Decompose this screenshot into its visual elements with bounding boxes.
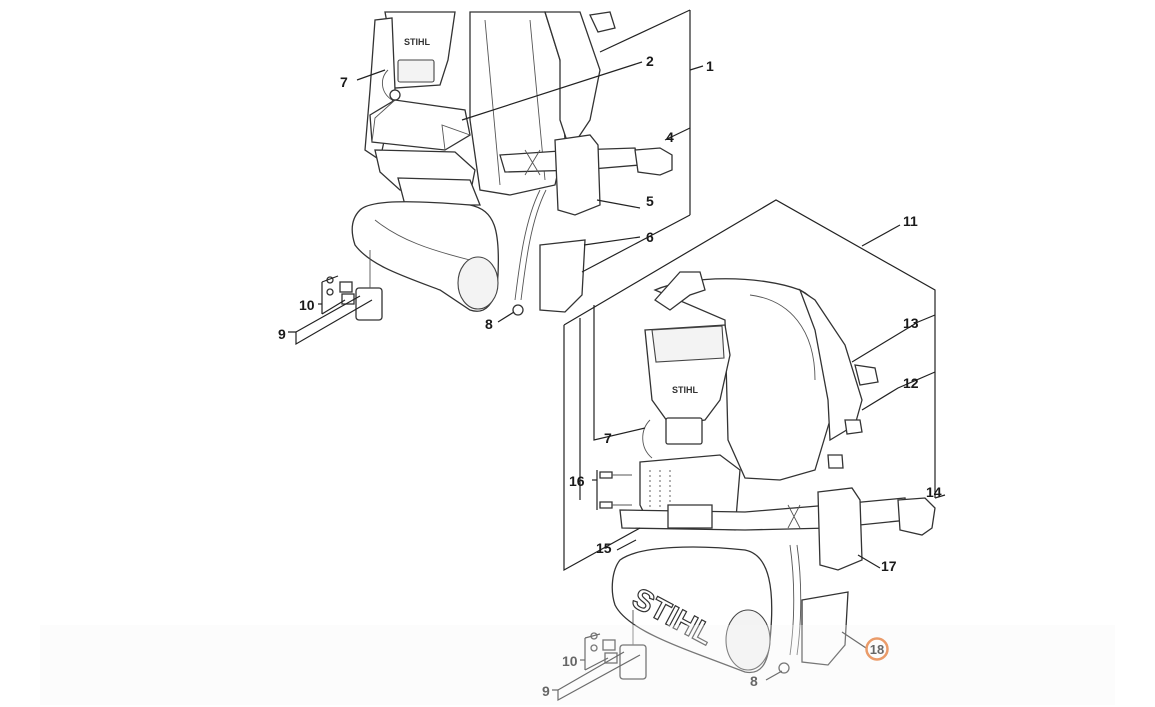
bottom-callout-16: 16: [569, 473, 585, 489]
top-belt-pouch: [554, 134, 601, 216]
top-callout-1: 1: [706, 58, 714, 74]
bottom-callouts: 11 13 12 14 17 7 16 15 10 9 8: [542, 213, 942, 699]
bottom-callout-8: 8: [750, 673, 758, 689]
bottom-callout-15: 15: [596, 540, 612, 556]
highlight-label: 18: [870, 642, 884, 657]
bottom-mount-upper: [651, 325, 725, 363]
top-leader-lines: [288, 9, 704, 346]
bottom-leader-lines: [552, 199, 946, 702]
top-callout-5: 5: [646, 193, 654, 209]
top-waist-pad: [397, 177, 481, 206]
top-shoulder-strap: [544, 11, 601, 152]
top-callout-9: 9: [278, 326, 286, 342]
bottom-shade: [40, 625, 1115, 705]
bottom-front-buckle: [667, 504, 713, 529]
top-callout-8: 8: [485, 316, 493, 332]
top-charger: [355, 287, 383, 321]
bottom-belt-pouch: [817, 487, 863, 571]
bottom-chest-buckle: [854, 364, 879, 386]
bottom-top-handle: [654, 271, 706, 311]
bottom-holster: [801, 591, 849, 666]
top-callout-10: 10: [299, 297, 315, 313]
bottom-strap-slider: [844, 419, 863, 435]
highlighted-callout-18[interactable]: 18: [865, 637, 889, 661]
bottom-callout-13: 13: [903, 315, 919, 331]
bottom-callout-14: 14: [926, 484, 942, 500]
top-battery: [369, 99, 471, 151]
bottom-callout-9: 9: [542, 683, 550, 699]
top-callouts: 1 2 4 5 6 7 8 9 10: [278, 53, 714, 342]
bottom-callout-11: 11: [903, 213, 918, 229]
top-callout-7: 7: [340, 74, 348, 90]
highlight-ring: [865, 637, 889, 661]
bottom-callout-10: 10: [562, 653, 578, 669]
top-belt-buckle: [634, 147, 673, 176]
bottom-mount-logo: STIHL: [672, 385, 699, 395]
top-mount-logo: STIHL: [404, 37, 431, 47]
top-callout-2: 2: [646, 53, 654, 69]
bottom-callout-12: 12: [903, 375, 919, 391]
top-callout-6: 6: [646, 229, 654, 245]
bottom-callout-17: 17: [881, 558, 897, 574]
top-callout-4: 4: [666, 129, 674, 145]
bottom-backpack-assembly: STIHL STIHL: [590, 271, 936, 680]
top-backpack-assembly: STIHL: [326, 11, 673, 321]
bottom-callout-7: 7: [604, 430, 612, 446]
bottom-side-buckle: [897, 497, 936, 536]
top-strap-buckle: [589, 11, 616, 33]
top-holster: [539, 239, 586, 313]
